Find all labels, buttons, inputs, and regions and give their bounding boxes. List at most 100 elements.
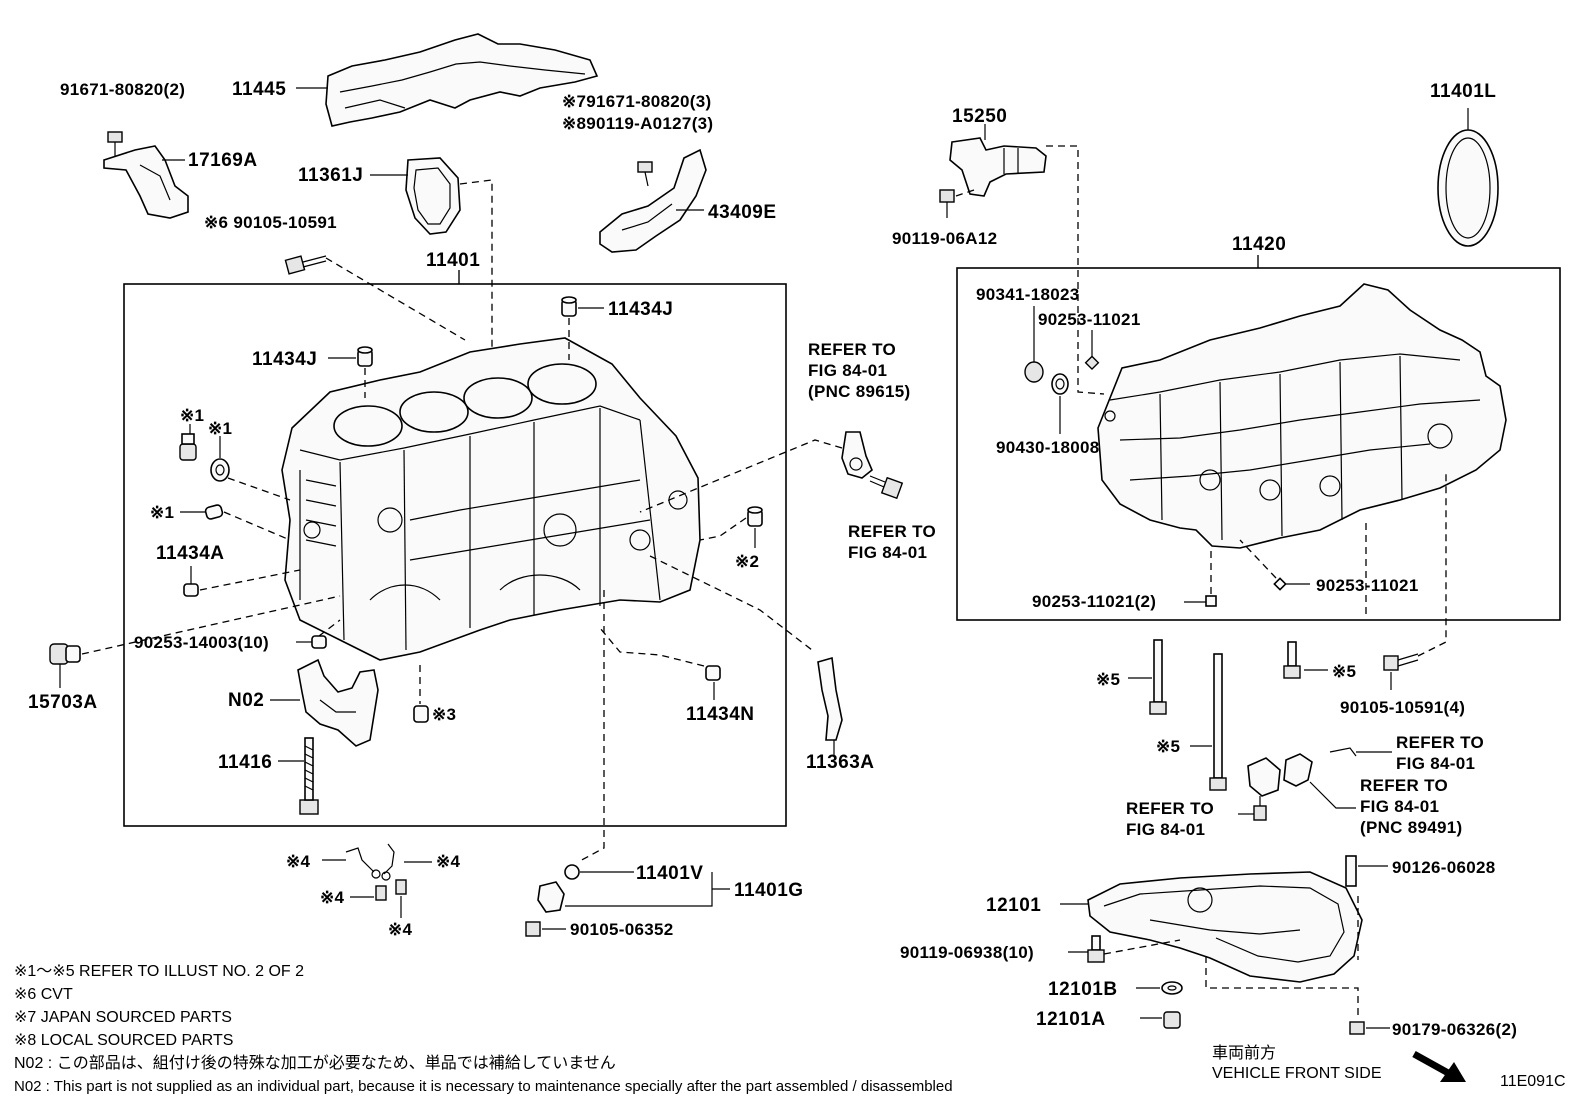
bolt-91671-80820[interactable] [107,131,123,156]
label-11445: 11445 [232,79,286,100]
bracket-43409E[interactable] [599,148,707,253]
oil-seal-11401L[interactable] [1437,129,1499,247]
label-mark3: ※3 [432,705,456,724]
dowel-mark2[interactable] [747,506,763,527]
cylinder-block-group-box [123,283,787,827]
bolt-90119-06938[interactable] [1087,935,1105,963]
plug-90253-11021-right[interactable] [1273,577,1287,591]
label-11401L: 11401L [1430,81,1496,102]
bolt-91671-80820-jp[interactable] [637,161,653,187]
bolt-sensor[interactable] [1253,796,1267,821]
label-90105-10591-4: 90105-10591(4) [1340,698,1465,717]
label-mark5-a: ※5 [1096,670,1120,689]
dowel-pin-11434J-left[interactable] [357,346,373,367]
refer-fig-2: FIG 84-01 [848,543,927,562]
stud-90126-06028[interactable] [1345,855,1357,887]
gasket-90430-18008[interactable] [1051,373,1069,395]
bolt-90119-06A12[interactable] [939,189,955,218]
label-90253-11021-right: 90253-11021 [1316,576,1419,595]
nut-90179-06326[interactable] [1349,1021,1365,1035]
pipe-mark4-right[interactable] [381,843,395,881]
refer-to-4: REFER TO [1360,776,1448,795]
sensor-89491-ref[interactable] [1247,747,1357,797]
bolt-mark5-c[interactable] [1283,641,1301,679]
label-11401G: 11401G [734,880,804,901]
bolt-90105-10591[interactable] [284,255,327,275]
cylinder-block-11401[interactable] [281,337,701,661]
label-15250: 15250 [952,106,1007,127]
dowel-pin-11434J-top[interactable] [561,296,577,317]
refer-to-2: REFER TO [848,522,936,541]
refer-to-5: REFER TO [1126,799,1214,818]
label-11434J-left: 11434J [252,349,317,370]
bolt-mark5-a[interactable] [1149,639,1167,715]
note-ref-illust: ※1～※5 REFER TO ILLUST NO. 2 OF 2 [14,963,304,980]
label-90253-11021-top: 90253-11021 [1038,310,1141,329]
label-90119-06938: 90119-06938(10) [900,943,1034,962]
label-11401: 11401 [426,250,480,271]
note-japan-sourced: ※7 JAPAN SOURCED PARTS [14,1009,232,1026]
dowel-pin-11434A[interactable] [183,583,199,597]
plug-90253-11021-top[interactable] [1084,355,1100,371]
plug-15703A[interactable] [49,643,81,665]
label-90253-11021-2: 90253-11021(2) [1032,592,1156,611]
front-side-en: VEHICLE FRONT SIDE [1212,1065,1382,1082]
bolt-90105-10591-4[interactable] [1383,653,1419,671]
gasket-11361J[interactable] [405,157,461,235]
pipe-11363A[interactable] [817,656,843,741]
refer-to-3: REFER TO [1396,733,1484,752]
label-mark1-c: ※1 [150,503,174,522]
drain-plug-12101A[interactable] [1163,1011,1181,1029]
label-mark4-a: ※4 [286,852,311,871]
pipe-mark4-left[interactable] [345,847,381,879]
label-12101B: 12101B [1048,979,1118,1000]
label-90119-06A12: 90119-06A12 [892,229,997,248]
label-11401V: 11401V [636,863,703,884]
oil-control-valve-15250[interactable] [949,137,1047,197]
front-side-jp: 車両前方 [1212,1044,1276,1062]
plug-90253-14003[interactable] [311,635,327,649]
label-11434A: 11434A [156,543,225,564]
refer-pnc-1: (PNC 89615) [808,382,911,401]
label-11434J-top: 11434J [608,299,673,320]
front-arrow-icon [1412,1050,1466,1082]
label-90341-18023: 90341-18023 [976,285,1080,304]
knock-sensor-ref[interactable] [841,431,873,479]
union-11401G[interactable] [537,881,565,913]
oil-pan-12101[interactable] [1087,871,1363,983]
bolt-knock-sensor[interactable] [869,475,904,500]
label-11363A: 11363A [806,752,875,773]
label-91671-80820-2: 91671-80820(2) [60,80,185,99]
plug-90253-11021-2[interactable] [1205,595,1217,607]
gasket-12101B[interactable] [1161,981,1183,995]
label-90430-18008: 90430-18008 [996,438,1100,457]
figure-id: 11E091C [1500,1073,1566,1090]
dowel-mark3[interactable] [413,705,429,723]
bolt-90105-06352[interactable] [525,921,541,937]
label-12101A: 12101A [1036,1009,1106,1030]
bracket-17169A[interactable] [103,145,189,219]
refer-fig-3: FIG 84-01 [1396,754,1475,773]
label-mark5-c: ※5 [1332,662,1356,681]
dowel-mark1[interactable] [204,504,224,520]
label-90126-06028: 90126-06028 [1392,858,1496,877]
label-15703A: 15703A [28,692,98,713]
bolt-mark4-b[interactable] [395,879,407,895]
dowel-pin-11434N[interactable] [705,665,721,681]
gasket-mark1[interactable] [210,458,230,482]
label-mark4-b: ※4 [436,852,461,871]
note-local-sourced: ※8 LOCAL SOURCED PARTS [14,1032,233,1049]
plug-mark1[interactable] [179,433,197,461]
note-n02-english: N02 : This part is not supplied as an in… [14,1078,953,1095]
bolt-11416[interactable] [299,737,319,815]
label-N02: N02 [228,690,264,711]
label-11416: 11416 [218,752,272,773]
oring-11401V[interactable] [564,864,580,880]
bearing-cap-N02[interactable] [297,658,379,747]
bolt-mark5-b[interactable] [1209,653,1227,791]
heat-insulator-11445[interactable] [325,33,599,127]
plug-90341-18023[interactable] [1024,361,1044,383]
crankcase-11420[interactable] [1097,283,1507,549]
bolt-mark4-a[interactable] [375,885,387,901]
label-11434N: 11434N [686,704,755,725]
